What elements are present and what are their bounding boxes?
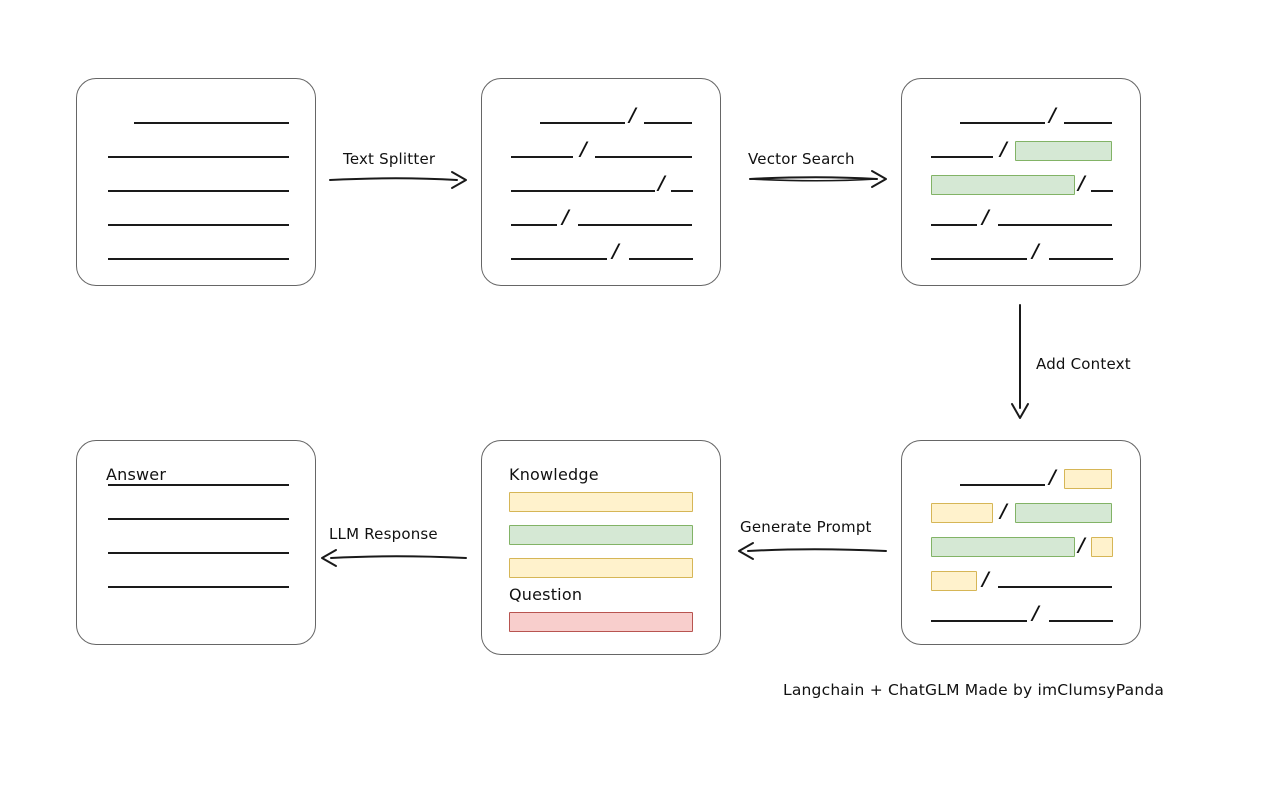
prompt-bar-yellow (509, 558, 693, 578)
text-line-rule (931, 620, 1027, 622)
text-line-rule (931, 156, 993, 158)
prompt-heading-question: Question (509, 585, 583, 604)
text-line-rule (671, 190, 693, 192)
highlight-chip-green (931, 537, 1075, 557)
answer-box-title: Answer (106, 465, 167, 484)
text-line-rule (931, 258, 1027, 260)
text-line-rule (511, 258, 607, 260)
text-splitter-arrow-label: Text Splitter (343, 150, 436, 168)
text-line-rule (960, 122, 1045, 124)
add-context-arrow-label: Add Context (1036, 355, 1131, 373)
chunk-separator-slash: / (1049, 104, 1056, 126)
highlight-chip-yellow (1091, 537, 1113, 557)
chunk-separator-slash: / (1078, 534, 1085, 556)
chunk-separator-slash: / (1032, 240, 1039, 262)
text-line-rule (931, 224, 977, 226)
generate-prompt-arrow-label: Generate Prompt (740, 518, 872, 536)
text-line-rule (998, 586, 1112, 588)
text-line-rule (578, 224, 692, 226)
text-line-rule (108, 552, 289, 554)
text-line-rule (629, 258, 693, 260)
text-line-rule (1091, 190, 1113, 192)
text-line-rule (595, 156, 692, 158)
text-line-rule (1064, 122, 1112, 124)
chunk-separator-slash: / (658, 172, 665, 194)
chunk-separator-slash: / (1049, 466, 1056, 488)
text-line-rule (108, 518, 289, 520)
prompt-heading-knowledge: Knowledge (509, 465, 599, 484)
text-line-rule (108, 586, 289, 588)
split-chunks-box (481, 78, 721, 286)
vector-search-arrow-label: Vector Search (748, 150, 855, 168)
answer-box (76, 440, 316, 645)
chunk-separator-slash: / (1032, 602, 1039, 624)
text-line-rule (1049, 258, 1113, 260)
highlight-chip-yellow (1064, 469, 1112, 489)
text-line-rule (1049, 620, 1113, 622)
text-line-rule (108, 190, 289, 192)
chunk-separator-slash: / (1000, 500, 1007, 522)
text-line-rule (108, 224, 289, 226)
prompt-bar-yellow (509, 492, 693, 512)
text-line-rule (511, 224, 557, 226)
chunk-separator-slash: / (580, 138, 587, 160)
text-line-rule (108, 484, 289, 486)
highlight-chip-yellow (931, 571, 977, 591)
diagram-caption: Langchain + ChatGLM Made by imClumsyPand… (783, 681, 1165, 699)
prompt-bar-red (509, 612, 693, 632)
chunk-separator-slash: / (1078, 172, 1085, 194)
prompt-bar-green (509, 525, 693, 545)
highlight-chip-green (1015, 141, 1112, 161)
text-line-rule (998, 224, 1112, 226)
chunk-separator-slash: / (629, 104, 636, 126)
chunk-separator-slash: / (1000, 138, 1007, 160)
highlight-chip-green (1015, 503, 1112, 523)
source-document-box (76, 78, 316, 286)
text-line-rule (644, 122, 692, 124)
chunk-separator-slash: / (562, 206, 569, 228)
text-line-rule (108, 156, 289, 158)
chunk-separator-slash: / (612, 240, 619, 262)
text-line-rule (960, 484, 1045, 486)
text-line-rule (134, 122, 289, 124)
highlight-chip-green (931, 175, 1075, 195)
text-line-rule (511, 156, 573, 158)
chunk-separator-slash: / (982, 568, 989, 590)
text-line-rule (108, 258, 289, 260)
llm-response-arrow-label: LLM Response (329, 525, 438, 543)
highlight-chip-yellow (931, 503, 993, 523)
text-line-rule (540, 122, 625, 124)
chunk-separator-slash: / (982, 206, 989, 228)
text-line-rule (511, 190, 655, 192)
